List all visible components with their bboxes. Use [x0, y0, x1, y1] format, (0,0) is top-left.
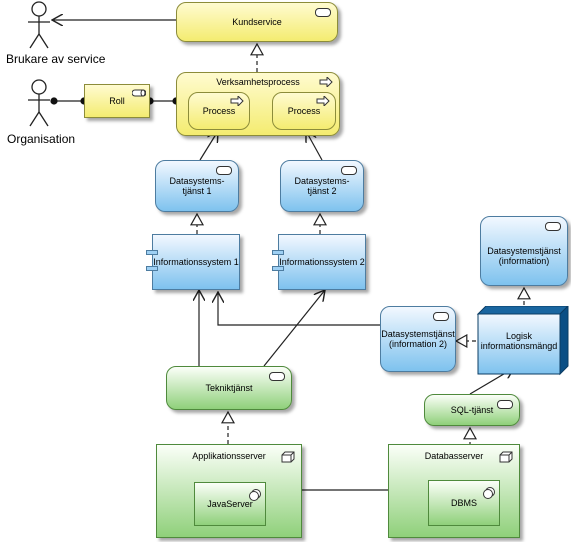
edge-dsinfo2-is1 — [218, 292, 380, 326]
process-2-label: Process — [287, 106, 321, 116]
process-arrow-icon — [316, 96, 330, 106]
roll-label: Roll — [109, 96, 125, 106]
datasystemstjanst-2-node[interactable]: Datasystems- tjänst 2 — [280, 160, 364, 212]
ds1-label-line1: Datasystems- — [169, 176, 225, 186]
service-icon — [216, 166, 232, 175]
role-icon — [132, 89, 146, 97]
component-tab-icon — [272, 250, 284, 255]
dbms-node[interactable]: DBMS — [428, 480, 500, 526]
node-cube-icon — [499, 451, 513, 463]
process-1-label: Process — [202, 106, 236, 116]
dsinfo-label-line1: Datasystemstjänst — [487, 246, 561, 256]
informationssystem-2-node[interactable]: Informationssystem 2 — [278, 234, 366, 290]
logisk-informationsmangd-box — [476, 306, 569, 376]
tekniktjanst-node[interactable]: Tekniktjänst — [166, 366, 292, 410]
component-tab-icon — [146, 266, 158, 271]
informationssystem-1-node[interactable]: Informationssystem 1 — [152, 234, 240, 290]
process-1-node[interactable]: Process — [188, 92, 250, 130]
verksamhetsprocess-label: Verksamhetsprocess — [216, 77, 300, 87]
service-icon — [341, 166, 357, 175]
is1-label: Informationssystem 1 — [153, 257, 239, 267]
system-software-icon — [249, 489, 261, 501]
system-software-icon — [483, 487, 495, 499]
logisk-label-line1: Logisk — [505, 331, 532, 341]
component-tab-icon — [272, 266, 284, 271]
ds2-label-line1: Datasystems- — [294, 176, 350, 186]
javaserver-node[interactable]: JavaServer — [194, 482, 266, 526]
dbms-label: DBMS — [450, 498, 477, 508]
is2-label: Informationssystem 2 — [279, 257, 365, 267]
ds2-label-line2: tjänst 2 — [307, 186, 337, 196]
service-icon — [269, 372, 285, 381]
actor-brukare-icon — [28, 1, 50, 49]
kundservice-label: Kundservice — [232, 17, 282, 27]
sql-tjanst-label: SQL-tjänst — [450, 405, 494, 415]
component-tab-icon — [146, 250, 158, 255]
actor-organisation-label: Organisation — [7, 132, 76, 146]
service-icon — [497, 400, 513, 409]
javaserver-label: JavaServer — [207, 499, 253, 509]
service-icon — [433, 312, 449, 321]
tekniktjanst-label: Tekniktjänst — [205, 383, 253, 393]
kundservice-node[interactable]: Kundservice — [176, 2, 338, 42]
ds1-label-line2: tjänst 1 — [182, 186, 212, 196]
logisk-informationsmangd-node[interactable]: Logisk informationsmängd — [478, 316, 560, 366]
dsinfo2-label-line1: Datasystemstjänst — [381, 329, 455, 339]
roll-node[interactable]: Roll — [84, 84, 150, 118]
databasserver-label: Databasserver — [424, 451, 484, 461]
actor-organisation-icon — [28, 79, 50, 127]
datasystemstjanst-1-node[interactable]: Datasystems- tjänst 1 — [155, 160, 239, 212]
edge-teknik-is2 — [263, 290, 325, 367]
node-cube-icon — [281, 451, 295, 463]
datasystemstjanst-information-node[interactable]: Datasystemstjänst (information) — [480, 216, 568, 286]
logisk-label-line2: informationsmängd — [480, 341, 558, 351]
actor-brukare-label: Brukare av service — [6, 52, 106, 66]
datasystemstjanst-information-2-node[interactable]: Datasystemstjänst (information 2) — [380, 306, 456, 372]
process-arrow-icon — [319, 77, 333, 87]
dsinfo2-label-line2: (information 2) — [388, 339, 448, 349]
service-icon — [315, 8, 331, 17]
process-arrow-icon — [230, 96, 244, 106]
process-2-node[interactable]: Process — [272, 92, 336, 130]
sql-tjanst-node[interactable]: SQL-tjänst — [424, 394, 520, 426]
applikationsserver-label: Applikationsserver — [192, 451, 266, 461]
dsinfo-label-line2: (information) — [498, 256, 550, 266]
service-icon — [545, 222, 561, 231]
